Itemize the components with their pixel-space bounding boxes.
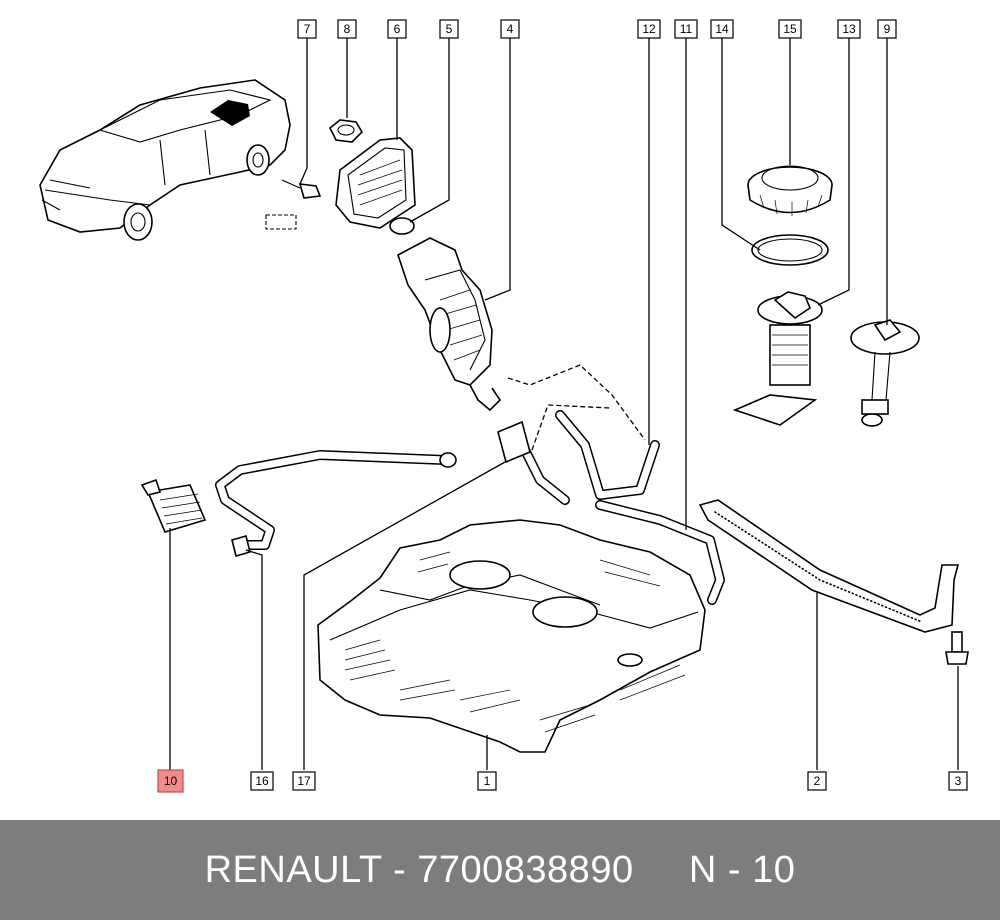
callout-label: 1 — [484, 774, 491, 788]
callout-label: 2 — [814, 774, 821, 788]
callout-1: 1 — [477, 771, 497, 791]
clip-part — [328, 119, 364, 143]
callout-label: 9 — [884, 22, 891, 36]
callout-label: 8 — [344, 22, 351, 36]
callout-2: 2 — [807, 771, 827, 791]
filler-neck-pipe — [397, 237, 502, 412]
filler-flap-housing — [335, 137, 416, 235]
callout-label: 17 — [297, 774, 311, 788]
return-hose-11 — [595, 500, 725, 605]
screw-part — [281, 179, 322, 199]
callout-label: 12 — [642, 22, 656, 36]
leader-lines — [169, 38, 959, 770]
callout-5: 5 — [439, 19, 459, 39]
callout-8: 8 — [337, 19, 357, 39]
seal-ring-part — [751, 234, 829, 266]
fuel-filter-icon — [140, 478, 251, 557]
callout-label: 13 — [842, 22, 856, 36]
callout-label: 3 — [955, 774, 962, 788]
callout-label: 4 — [507, 22, 514, 36]
vent-hose-12 — [555, 410, 660, 500]
footer-caption: RENAULT - 7700838890 N - 10 — [205, 849, 796, 892]
fuel-line-16 — [215, 450, 457, 550]
callout-10-highlighted: 10 — [157, 769, 184, 793]
callout-7: 7 — [297, 19, 317, 39]
callout-label: 7 — [304, 22, 311, 36]
callout-label: 15 — [783, 22, 797, 36]
callout-13: 13 — [837, 19, 861, 39]
position-label: N - 10 — [688, 848, 796, 891]
callout-label: 10 — [164, 774, 178, 788]
callout-label: 11 — [680, 22, 693, 36]
callout-12: 12 — [637, 19, 661, 39]
callout-label: 6 — [394, 22, 401, 36]
callout-16: 16 — [250, 771, 274, 791]
caption-separator: - — [381, 848, 418, 891]
fuel-tank-icon — [317, 519, 706, 753]
car-silhouette-icon — [39, 79, 297, 241]
callout-3: 3 — [948, 771, 968, 791]
callout-17: 17 — [292, 771, 316, 791]
callout-4: 4 — [500, 19, 520, 39]
callout-label: 16 — [255, 774, 269, 788]
callout-15: 15 — [778, 19, 802, 39]
fuel-system-exploded-diagram: 7 8 6 5 4 12 11 14 15 13 9 10 — [39, 19, 969, 793]
tank-strap — [698, 499, 960, 633]
breather-hose-17 — [497, 420, 570, 505]
brand-name: RENAULT — [204, 848, 382, 891]
bolt-part — [945, 631, 969, 665]
fuel-gauge-sender-icon — [850, 319, 920, 427]
callout-6: 6 — [387, 19, 407, 39]
caption-gap — [634, 849, 689, 891]
callout-label: 14 — [715, 22, 729, 36]
callout-label: 5 — [446, 22, 453, 36]
callout-14: 14 — [710, 19, 734, 39]
fuel-pump-icon — [732, 291, 823, 426]
footer-bar: RENAULT - 7700838890 N - 10 — [0, 820, 1000, 920]
callout-9: 9 — [877, 19, 897, 39]
lock-ring-part — [747, 165, 833, 216]
part-number: 7700838890 — [417, 848, 634, 891]
callout-11: 11 — [674, 19, 698, 39]
